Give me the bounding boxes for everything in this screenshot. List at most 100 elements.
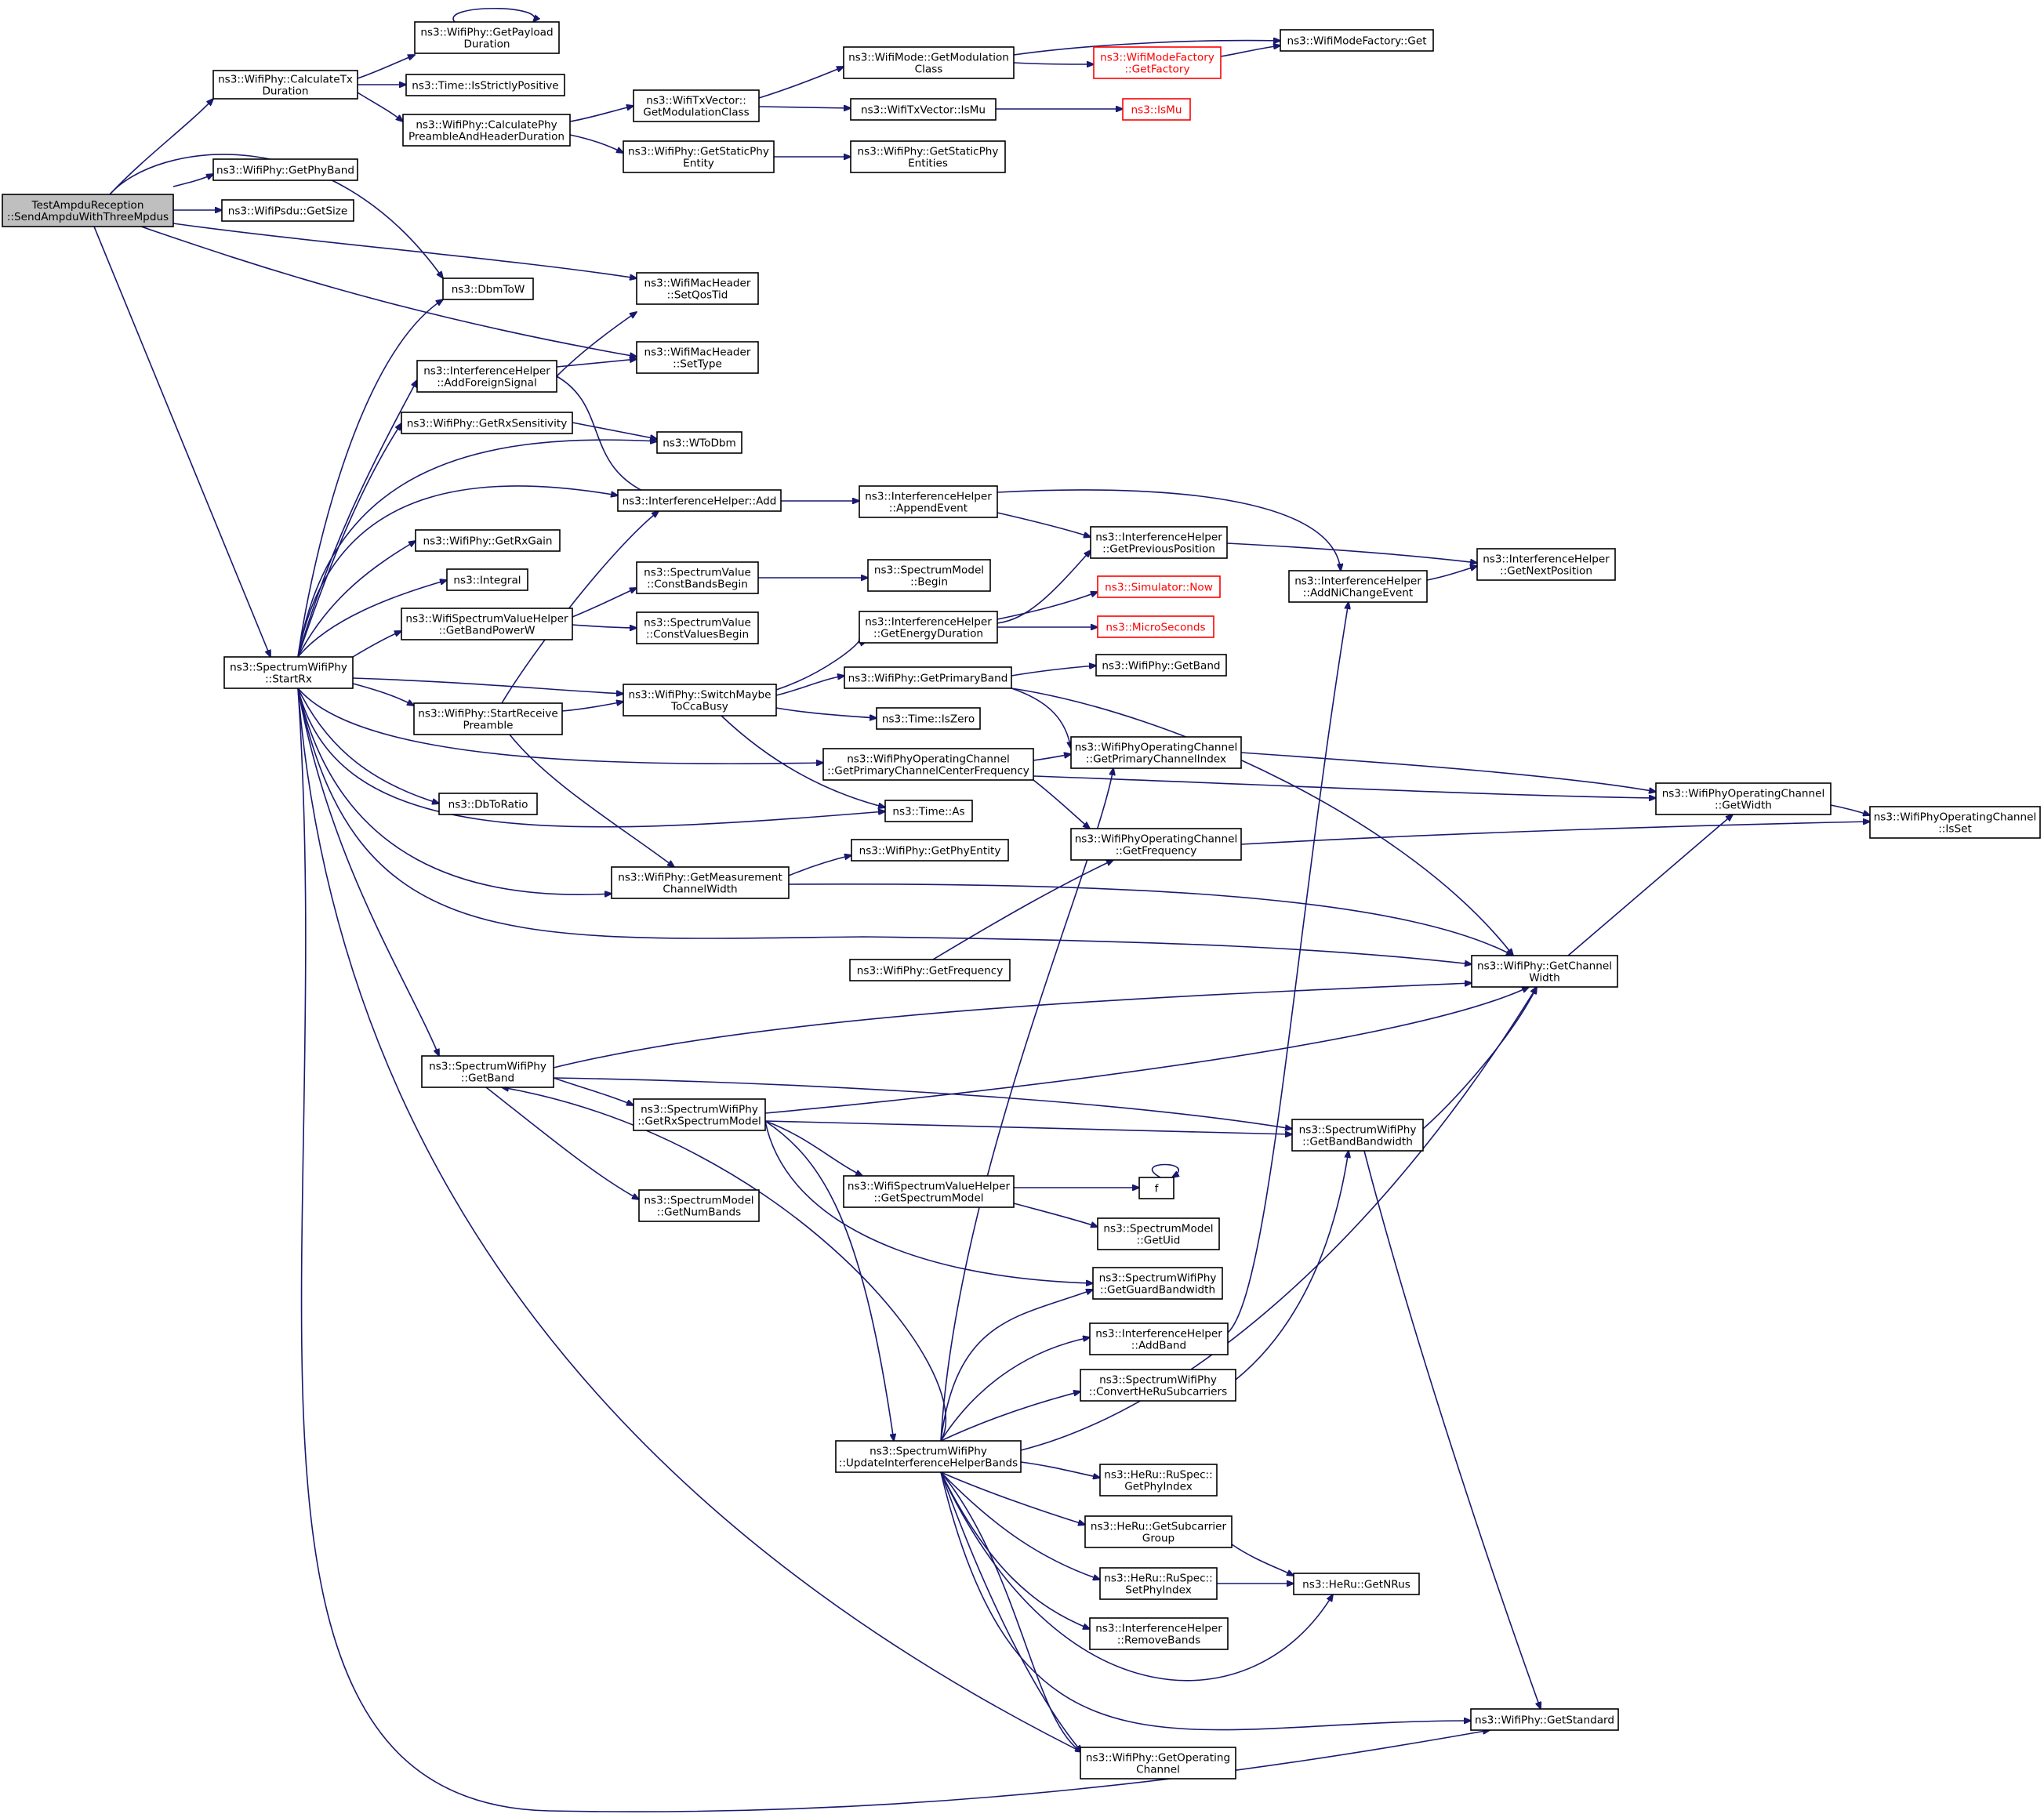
function-node-isZero[interactable]: ns3::Time::IsZero [876,707,981,730]
function-node-txvModClass[interactable]: ns3::WifiTxVector::GetModulationClass [633,89,760,122]
function-node-getPhyEntity[interactable]: ns3::WifiPhy::GetPhyEntity [851,839,1009,862]
function-node-primaryChanCenter[interactable]: ns3::WifiPhyOperatingChannel::GetPrimary… [822,748,1034,781]
function-node-dbmToW[interactable]: ns3::DbmToW [442,278,534,300]
call-edge [297,423,401,658]
call-edge [140,226,637,357]
function-node-constBandsBegin[interactable]: ns3::SpectrumValue::ConstBandsBegin [636,561,759,594]
function-node-root[interactable]: TestAmpduReception::SendAmpduWithThreeMp… [2,194,174,227]
function-node-getFrequency[interactable]: ns3::WifiPhy::GetFrequency [849,959,1011,981]
function-node-energyDuration[interactable]: ns3::InterferenceHelper::GetEnergyDurati… [859,611,998,644]
function-node-ruSetPhyIndex[interactable]: ns3::HeRu::RuSpec::SetPhyIndex [1099,1567,1218,1600]
function-node-wToDbm[interactable]: ns3::WToDbm [656,431,742,454]
node-label: ns3::SpectrumWifiPhy [1299,1124,1417,1137]
node-box [876,707,981,730]
function-node-ruGetPhyIndex[interactable]: ns3::HeRu::RuSpec::GetPhyIndex [1099,1464,1218,1497]
function-node-getNRus[interactable]: ns3::HeRu::GetNRus [1293,1573,1420,1595]
node-label: ns3::WifiTxVector:: [646,95,746,107]
function-node-prevPos[interactable]: ns3::InterferenceHelper::GetPreviousPosi… [1090,526,1228,559]
function-node-getPhyBand[interactable]: ns3::WifiPhy::GetPhyBand [212,158,358,181]
function-node-opIsSet[interactable]: ns3::WifiPhyOperatingChannel::IsSet [1869,806,2041,839]
function-node-primaryBand[interactable]: ns3::WifiPhy::GetPrimaryBand [844,666,1012,689]
node-box [1280,29,1434,52]
function-node-guardBw[interactable]: ns3::SpectrumWifiPhy::GetGuardBandwidth [1092,1267,1223,1300]
function-node-setQosTid[interactable]: ns3::WifiMacHeader::SetQosTid [636,272,759,305]
function-node-nextPos[interactable]: ns3::InterferenceHelper::GetNextPosition [1476,548,1616,581]
call-edge [1013,41,1280,56]
function-node-opGetWidth[interactable]: ns3::WifiPhyOperatingChannel::GetWidth [1655,782,1832,815]
function-node-ihAdd[interactable]: ns3::InterferenceHelper::Add [617,489,782,512]
node-label: ns3::WifiPsdu::GetSize [228,205,348,218]
function-node-rxSpecModel[interactable]: ns3::SpectrumWifiPhy::GetRxSpectrumModel [633,1098,766,1131]
node-box [401,608,573,640]
call-edge [1426,566,1477,581]
function-node-factoryGetFactory[interactable]: ns3::WifiModeFactory::GetFactory [1093,46,1222,79]
function-node-dbToRatio[interactable]: ns3::DbToRatio [438,793,538,815]
node-label: ns3::WifiPhyOperatingChannel [1075,742,1238,754]
call-edge [932,860,1113,960]
node-label: ns3::HeRu::GetSubcarrier [1091,1521,1227,1533]
function-node-txvIsMu[interactable]: ns3::WifiTxVector::IsMu [850,98,997,121]
node-label: ::GetFactory [1124,63,1189,76]
function-node-swpGetBand[interactable]: ns3::SpectrumWifiPhy::GetBand [421,1055,554,1088]
function-node-addNiChange[interactable]: ns3::InterferenceHelper::AddNiChangeEven… [1288,570,1428,603]
node-label: ::AddForeignSignal [437,377,537,390]
function-node-addForeign[interactable]: ns3::InterferenceHelper::AddForeignSigna… [416,360,557,393]
function-node-modelBegin[interactable]: ns3::SpectrumModel::Begin [867,559,991,592]
node-label: ns3::WifiPhy::GetFrequency [857,965,1003,978]
function-node-updateBands[interactable]: ns3::SpectrumWifiPhy::UpdateInterference… [835,1440,1022,1473]
call-edge [297,688,823,764]
function-node-calcPreamble[interactable]: ns3::WifiPhy::CalculatePhyPreambleAndHea… [402,114,571,147]
function-node-setType[interactable]: ns3::WifiMacHeader::SetType [636,341,759,374]
call-edge [1830,804,1870,815]
node-box [212,70,358,100]
call-edge [509,734,674,867]
function-node-rxSens[interactable]: ns3::WifiPhy::GetRxSensitivity [401,412,573,434]
function-node-appendEvent[interactable]: ns3::InterferenceHelper::AppendEvent [859,485,998,518]
function-node-integral[interactable]: ns3::Integral [446,568,528,591]
call-edge [758,107,851,108]
function-node-psduSize[interactable]: ns3::WifiPsdu::GetSize [221,199,354,222]
function-node-bandPowerW[interactable]: ns3::WifiSpectrumValueHelper::GetBandPow… [401,608,573,640]
function-node-timeAs[interactable]: ns3::Time::As [884,800,973,822]
node-label: Class [915,63,943,76]
function-node-simNow[interactable]: ns3::Simulator::Now [1097,575,1221,598]
node-label: ns3::Simulator::Now [1105,582,1213,594]
function-node-getNumBands[interactable]: ns3::SpectrumModel::GetNumBands [638,1189,760,1222]
function-node-getStandard[interactable]: ns3::WifiPhy::GetStandard [1470,1708,1619,1731]
function-node-modeModClass[interactable]: ns3::WifiMode::GetModulationClass [843,46,1015,79]
node-label: Entity [683,158,714,170]
function-node-getUid[interactable]: ns3::SpectrumModel::GetUid [1097,1217,1220,1250]
node-box [633,1098,766,1131]
function-node-getBand[interactable]: ns3::WifiPhy::GetBand [1095,654,1227,677]
function-node-bandBandwidth[interactable]: ns3::SpectrumWifiPhy::GetBandBandwidth [1291,1119,1424,1152]
function-node-primaryChanIndex[interactable]: ns3::WifiPhyOperatingChannel::GetPrimary… [1070,736,1242,769]
function-node-strictPos[interactable]: ns3::Time::IsStrictlyPositive [405,74,565,96]
function-node-getRxGain[interactable]: ns3::WifiPhy::GetRxGain [415,529,561,552]
function-node-startRx[interactable]: ns3::SpectrumWifiPhy::StartRx [223,656,354,689]
function-node-constValuesBegin[interactable]: ns3::SpectrumValue::ConstValuesBegin [636,611,759,644]
function-node-getSpecModel[interactable]: ns3::WifiSpectrumValueHelper::GetSpectru… [843,1175,1015,1208]
function-node-removeBands[interactable]: ns3::InterferenceHelper::RemoveBands [1089,1617,1229,1650]
function-node-opGetFreq[interactable]: ns3::WifiPhyOperatingChannel::GetFrequen… [1070,828,1242,861]
node-box [401,412,573,434]
call-edge [940,1471,1090,1629]
function-node-fNode[interactable]: f [1138,1177,1174,1199]
node-box [822,748,1034,781]
function-node-ihAddBand[interactable]: ns3::InterferenceHelper::AddBand [1089,1322,1229,1355]
node-label: ns3::Time::IsZero [882,713,975,726]
function-node-convertHeRu[interactable]: ns3::SpectrumWifiPhy::ConvertHeRuSubcarr… [1080,1369,1236,1402]
call-edge [569,106,634,122]
function-node-isMu[interactable]: ns3::IsMu [1122,98,1191,121]
function-node-microSeconds[interactable]: ns3::MicroSeconds [1097,615,1214,638]
function-node-factoryGet[interactable]: ns3::WifiModeFactory::Get [1280,29,1434,52]
